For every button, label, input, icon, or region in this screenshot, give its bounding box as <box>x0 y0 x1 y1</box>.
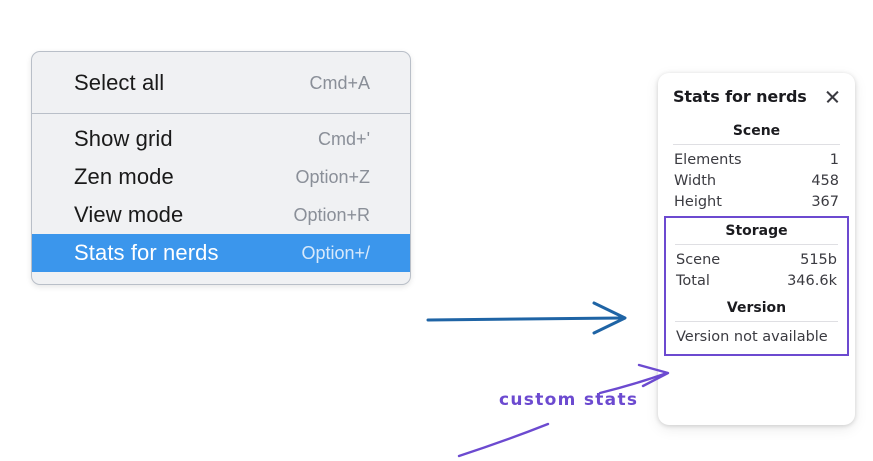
menu-section-2: Show grid Cmd+' Zen mode Option+Z View m… <box>32 114 410 284</box>
scene-divider <box>673 144 840 145</box>
menu-item-shortcut: Cmd+' <box>318 128 370 149</box>
stats-panel-header: Stats for nerds <box>670 85 843 106</box>
stat-label: Scene <box>676 251 721 268</box>
stats-panel-title: Stats for nerds <box>673 87 807 106</box>
menu-item-show-grid[interactable]: Show grid Cmd+' <box>32 120 410 158</box>
menu-item-select-all[interactable]: Select all Cmd+A <box>32 64 410 102</box>
stat-value: 515b <box>800 251 837 268</box>
close-icon[interactable] <box>824 88 841 105</box>
stat-label: Elements <box>674 151 742 168</box>
menu-item-label: Zen mode <box>74 164 174 189</box>
menu-item-zen-mode[interactable]: Zen mode Option+Z <box>32 158 410 196</box>
stat-row: Scene 515b <box>672 249 841 270</box>
stat-value: 367 <box>811 193 839 210</box>
scene-heading: Scene <box>732 123 781 139</box>
storage-divider <box>675 244 838 245</box>
version-note: Version not available <box>676 329 828 345</box>
stat-value: 458 <box>811 172 839 189</box>
menu-item-label: View mode <box>74 202 184 227</box>
stat-label: Height <box>674 193 722 210</box>
custom-stats-highlight-box: Storage Scene 515b Total 346.6k Version … <box>664 216 849 356</box>
stat-label: Total <box>676 272 710 289</box>
stat-value: 1 <box>829 151 839 168</box>
menu-item-view-mode[interactable]: View mode Option+R <box>32 196 410 234</box>
menu-item-stats-for-nerds[interactable]: Stats for nerds Option+/ <box>32 234 410 272</box>
version-section: Version Version not available <box>672 291 841 348</box>
blue-flow-arrow <box>426 301 627 335</box>
menu-item-label: Show grid <box>74 126 173 151</box>
version-divider <box>675 321 838 322</box>
menu-item-shortcut: Option+/ <box>301 242 370 263</box>
menu-section-1: Select all Cmd+A <box>32 52 410 113</box>
stat-value: 346.6k <box>787 272 837 289</box>
version-heading: Version <box>726 300 787 316</box>
menu-item-shortcut: Cmd+A <box>309 72 370 93</box>
menu-item-label: Stats for nerds <box>74 240 219 265</box>
menu-item-shortcut: Option+R <box>293 204 370 225</box>
stats-for-nerds-panel: Stats for nerds Scene Elements 1 Width 4… <box>658 73 855 425</box>
stat-label: Width <box>674 172 717 189</box>
stat-row: Elements 1 <box>670 149 843 170</box>
canvas-context-menu[interactable]: Select all Cmd+A Show grid Cmd+' Zen mod… <box>31 51 411 285</box>
stat-row: Width 458 <box>670 170 843 191</box>
custom-stats-annotation-label: custom stats <box>499 390 639 410</box>
purple-underline-stroke <box>457 422 550 458</box>
menu-item-label: Select all <box>74 70 165 95</box>
stat-row: Total 346.6k <box>672 270 841 291</box>
menu-item-shortcut: Option+Z <box>295 166 370 187</box>
scene-section: Scene Elements 1 Width 458 Height 367 <box>670 122 843 212</box>
menu-separator <box>32 113 410 114</box>
storage-heading: Storage <box>725 223 788 239</box>
stat-row: Height 367 <box>670 191 843 212</box>
storage-section: Storage Scene 515b Total 346.6k <box>672 222 841 291</box>
